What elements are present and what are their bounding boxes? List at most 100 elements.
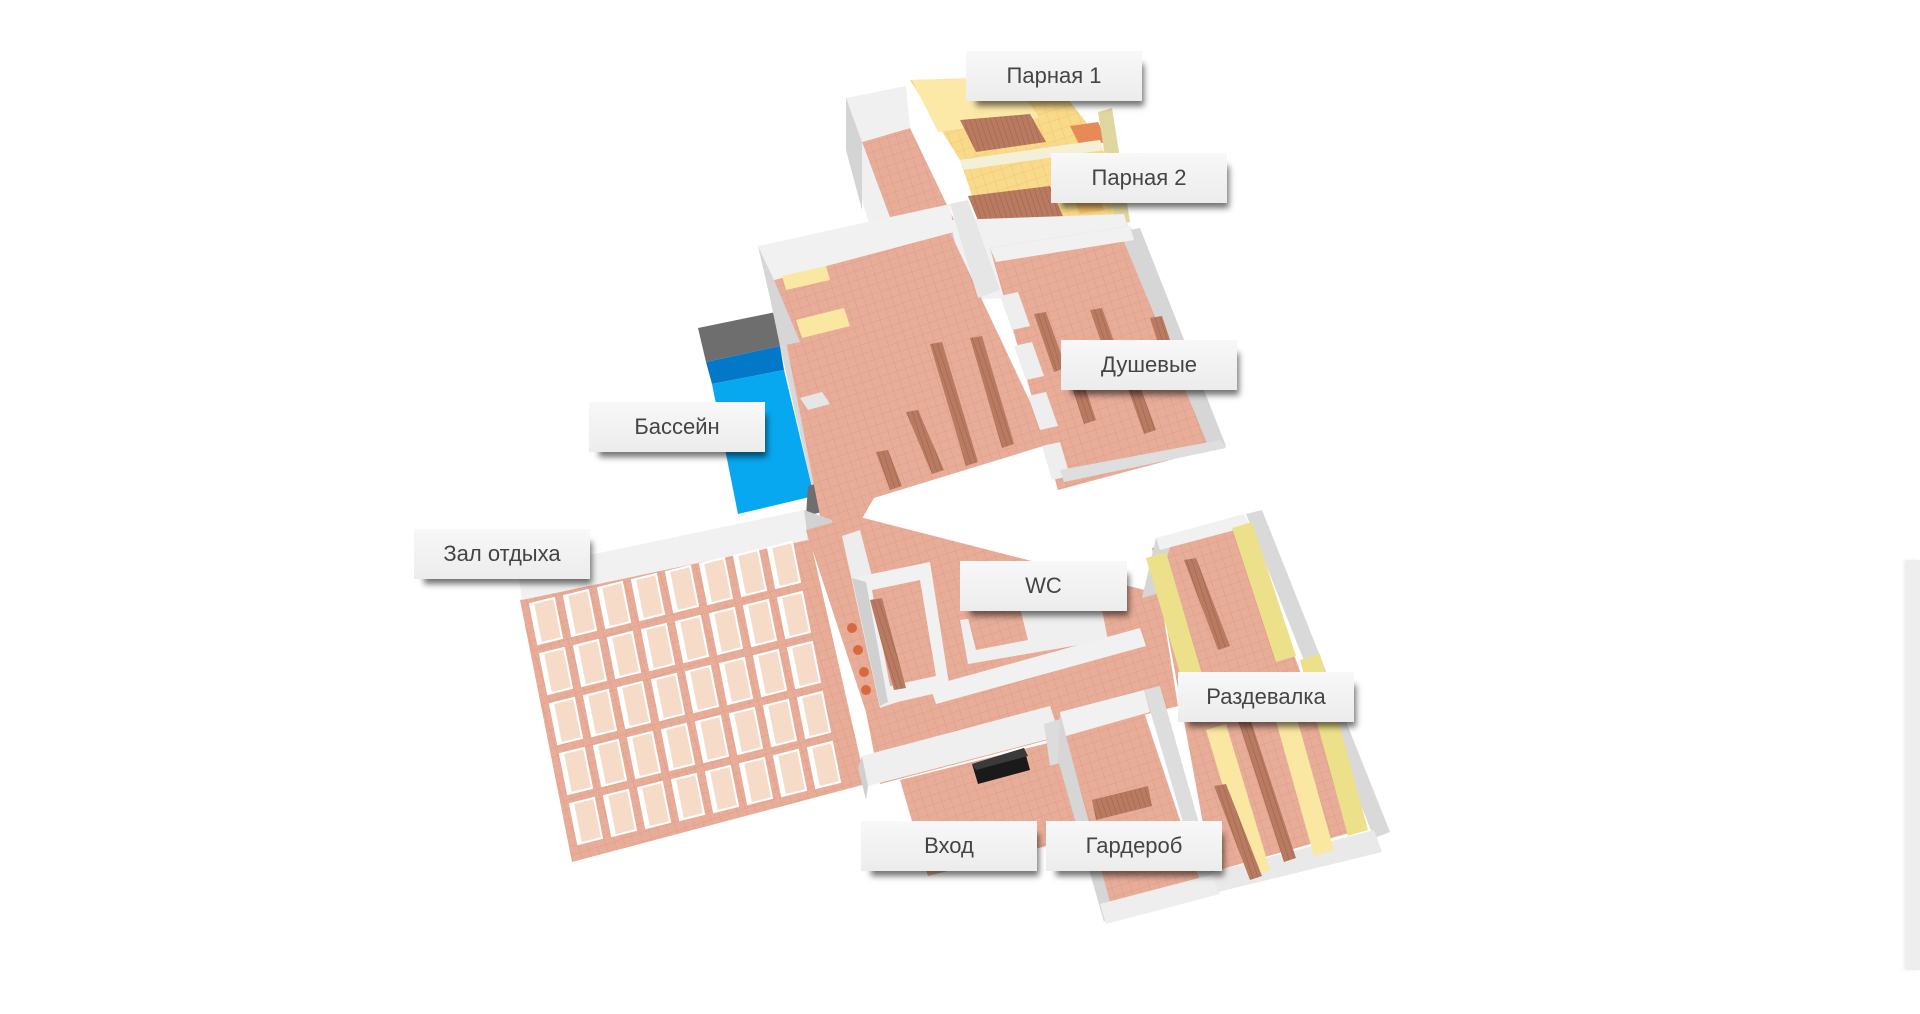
lounge-couch-arm — [788, 647, 800, 688]
lounge-couch-arm — [710, 613, 722, 654]
lounge-area — [518, 510, 866, 862]
vase-2 — [853, 645, 863, 655]
lounge-couch-arm — [638, 787, 650, 828]
sauna-divider-wall — [960, 140, 1104, 170]
locker-row-3 — [1206, 724, 1270, 876]
shower-front-stalls — [1060, 440, 1226, 482]
lounge-couch-arm — [618, 687, 630, 728]
lounge-couch-arm — [628, 737, 640, 778]
sauna-1-bench — [960, 114, 1046, 152]
shower-partition-3 — [1028, 392, 1058, 430]
shower-partition-2 — [1014, 342, 1044, 380]
lounge-couch-arm — [672, 779, 684, 820]
vase-1 — [847, 623, 857, 633]
shower-bench-1 — [1034, 312, 1066, 372]
label-showers[interactable]: Душевые — [1061, 340, 1237, 390]
lounge-couch-arm — [720, 663, 732, 704]
entrance-sofa-top — [972, 748, 1028, 770]
lounge-couch-arm — [604, 795, 616, 836]
lounge-couch-arm — [594, 745, 606, 786]
lounge-couch-arm — [676, 621, 688, 662]
label-wardrobe[interactable]: Гардероб — [1046, 821, 1222, 871]
lounge-couch-arm — [564, 595, 576, 636]
lounge-couch-arm — [798, 697, 810, 738]
pool-deep-edge — [706, 346, 784, 384]
hall-pillar — [800, 392, 830, 410]
bench-3 — [930, 342, 978, 466]
side-panel-tab[interactable] — [1906, 560, 1920, 970]
locker-row-2 — [1232, 522, 1296, 662]
wc-stall-floor — [968, 608, 1028, 650]
lounge-couch-arm — [730, 713, 742, 754]
lounge-couch-arm — [700, 563, 712, 604]
lounge-couch-arm — [706, 771, 718, 812]
wc-bench — [870, 598, 906, 690]
lounge-couch-arm — [550, 703, 562, 744]
showers-back-wall — [990, 226, 1134, 262]
lounge-couch-arm — [642, 629, 654, 670]
wc-outer-wall-shade — [852, 578, 888, 706]
locker-bench-1 — [1184, 558, 1230, 650]
sauna-corridor-wall — [846, 86, 910, 258]
lounge-back-wall — [518, 510, 808, 600]
main-hall — [758, 200, 1050, 536]
lounge-couch-arm — [540, 653, 552, 694]
vase-3 — [859, 667, 869, 677]
lounge-couch-arm — [608, 637, 620, 678]
corridor-south-wall-shade — [858, 756, 868, 800]
lounge-couch-arm — [560, 753, 572, 794]
main-hall-floor — [774, 232, 1050, 536]
bench-1 — [876, 450, 902, 490]
label-wc[interactable]: WC — [960, 561, 1127, 611]
label-pool[interactable]: Бассейн — [589, 402, 765, 452]
lounge-couch-arm — [764, 705, 776, 746]
corridor-mid-wall — [930, 628, 1146, 704]
label-sauna-2[interactable]: Парная 2 — [1051, 153, 1227, 203]
bench-2 — [906, 410, 944, 474]
label-locker-room[interactable]: Раздевалка — [1178, 672, 1354, 722]
locker-back-wall — [1156, 514, 1250, 550]
lounge-couch-arm — [666, 571, 678, 612]
lounge-couch-arm — [652, 679, 664, 720]
lounge-couch-arm — [740, 763, 752, 804]
pool-back-wall — [698, 312, 780, 362]
sauna-1-heater — [1070, 122, 1108, 146]
lounge-couch-arm — [744, 605, 756, 646]
lounge-couch-arm — [584, 695, 596, 736]
locker-bench-3 — [1214, 784, 1262, 880]
sauna-corridor-wall-side — [846, 98, 862, 210]
lounge-couch-arm — [686, 671, 698, 712]
lounge-couch-arm — [774, 755, 786, 796]
lounge-couch-arm — [662, 729, 674, 770]
label-entrance[interactable]: Вход — [861, 821, 1037, 871]
wardrobe-front-wall — [1100, 874, 1220, 924]
main-hall-right-wall — [950, 200, 1000, 298]
corridor-south-wall — [862, 706, 1060, 786]
wardrobe-counter — [1092, 786, 1152, 820]
showers-right-wall — [1120, 228, 1226, 450]
wardrobe-back-wall — [1060, 690, 1150, 736]
lounge-couches — [528, 540, 842, 846]
main-hall-back-wall — [758, 204, 954, 280]
lounge-couch-arm — [598, 587, 610, 628]
lounge-couch-arm — [734, 555, 746, 596]
lounger-1 — [782, 266, 830, 290]
vase-4 — [861, 685, 871, 695]
lounge-couch-arm — [570, 803, 582, 844]
lounge-couch-arm — [574, 645, 586, 686]
lounge-couch-arm — [768, 547, 780, 588]
lounge-couch-arm — [754, 655, 766, 696]
lounge-couch-arm — [808, 747, 820, 788]
lounge-couch-arm — [632, 579, 644, 620]
shower-partition-1 — [1000, 292, 1030, 330]
label-lounge[interactable]: Зал отдыха — [414, 529, 590, 579]
label-sauna-1[interactable]: Парная 1 — [966, 51, 1142, 101]
lounge-couch-arm — [778, 597, 790, 638]
bench-4 — [970, 336, 1014, 448]
main-hall-left-wall — [758, 246, 800, 346]
lounge-couch-arm — [530, 603, 542, 644]
locker-bench-2 — [1238, 718, 1296, 862]
lounger-2 — [796, 308, 850, 338]
locker-row-5 — [1270, 694, 1334, 856]
